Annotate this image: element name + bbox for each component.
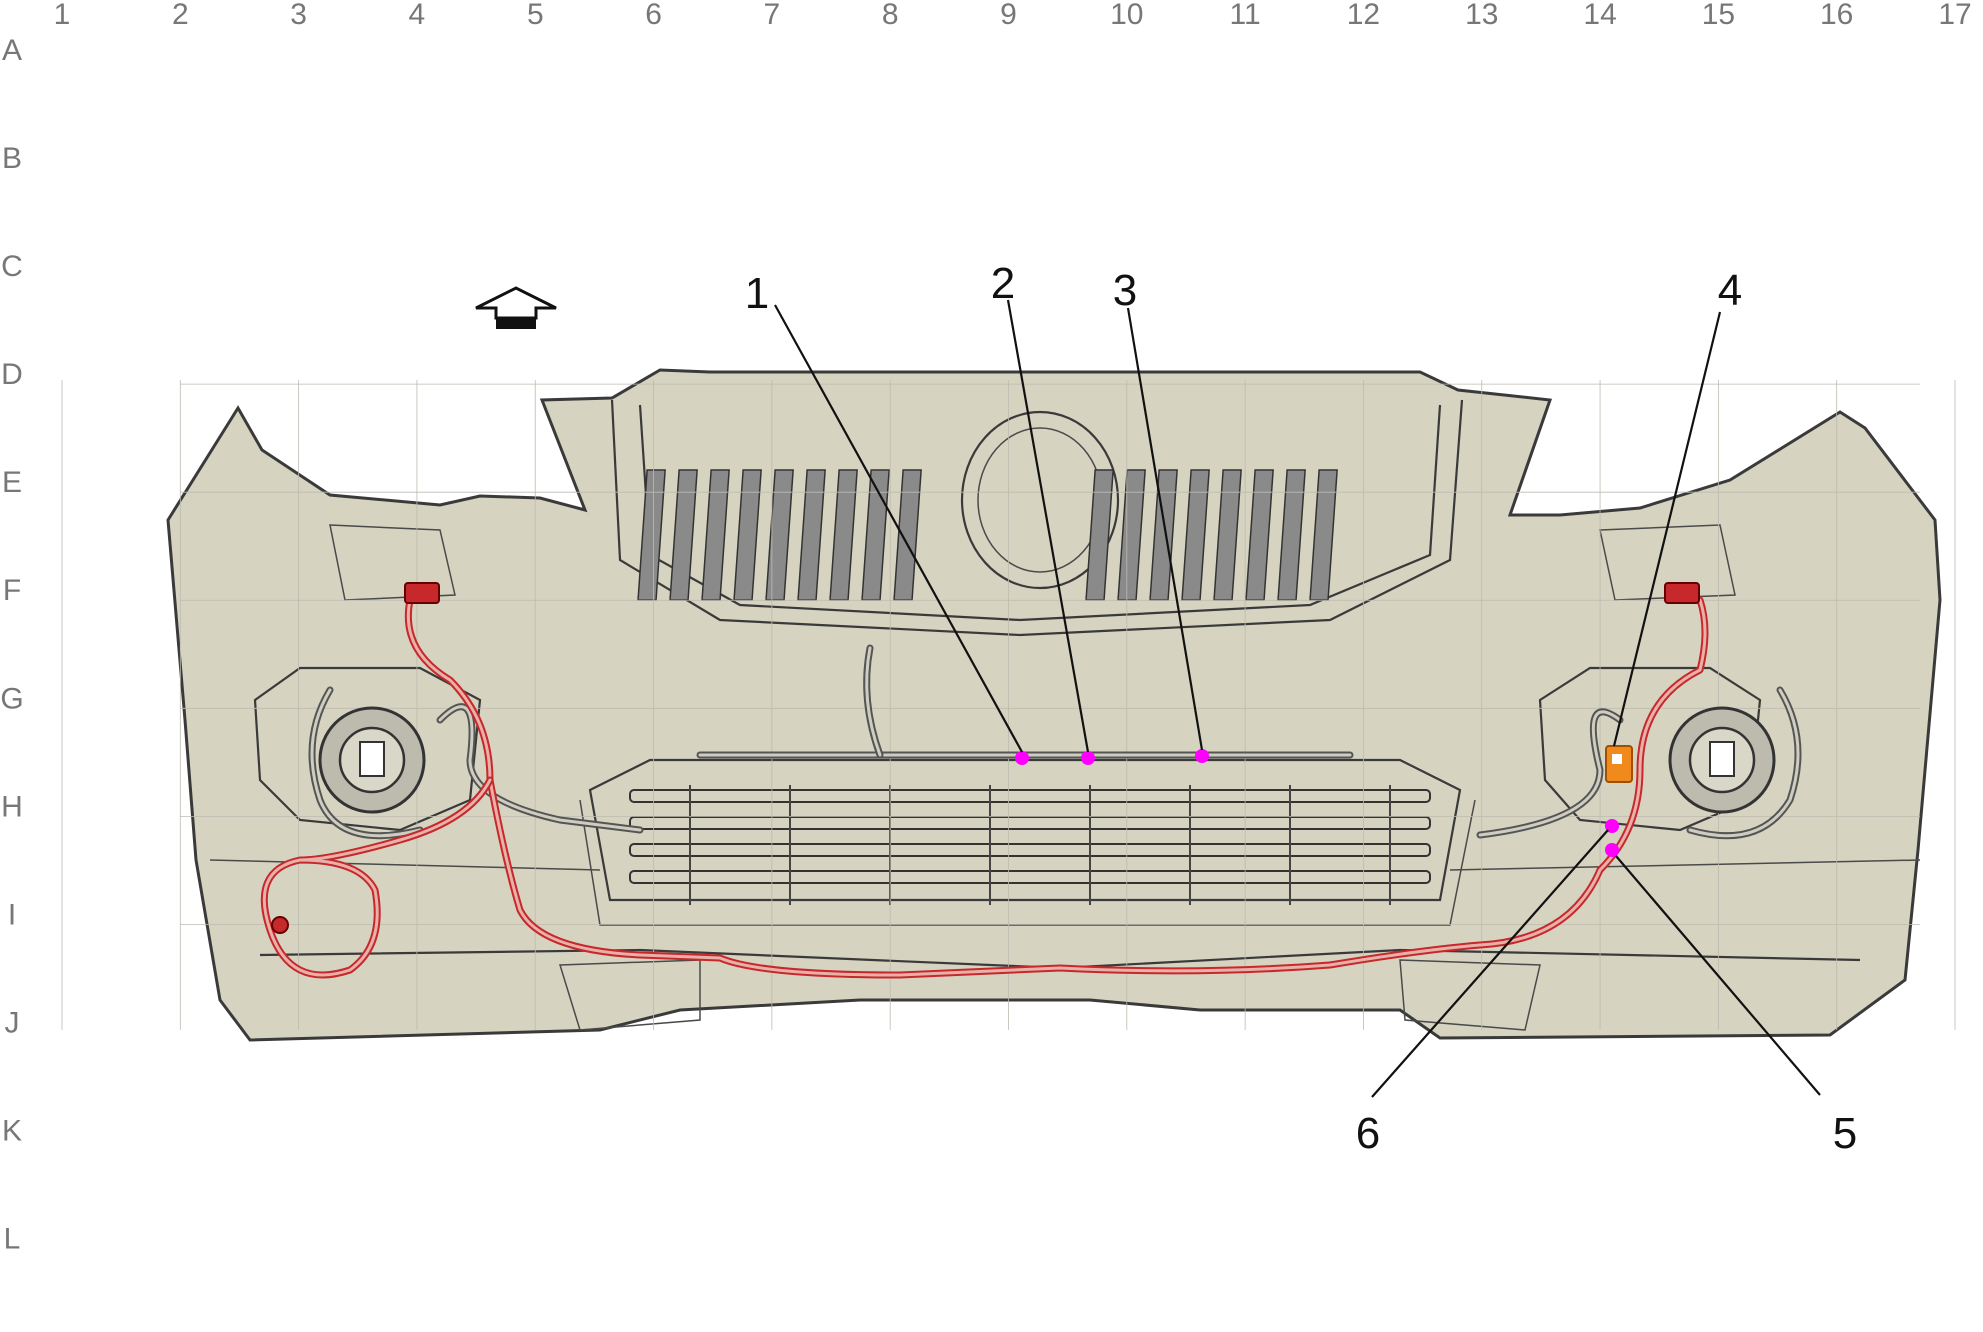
grid-column-label: 10 — [1110, 0, 1143, 31]
connector-marker-3 — [1195, 749, 1209, 763]
grid-column-label: 9 — [1000, 0, 1017, 31]
grid-row-label: H — [1, 790, 23, 823]
callout-3: 3 — [1113, 266, 1137, 315]
connector-marker-5 — [1605, 843, 1619, 857]
lower-grille-bar — [629, 870, 1431, 884]
highlighted-component — [1605, 745, 1633, 783]
lower-grille-bar — [629, 816, 1431, 830]
grid-column-label: 17 — [1938, 0, 1971, 31]
grid-row-labels: A B C D E F G H I J K L — [0, 34, 23, 1256]
connector-marker-6 — [1605, 819, 1619, 833]
left-fog-lamp — [318, 706, 426, 814]
connector-marker-2 — [1081, 751, 1095, 765]
grid-column-label: 7 — [764, 0, 781, 31]
grid-column-label: 6 — [645, 0, 662, 31]
forward-arrow-icon — [475, 286, 557, 329]
lower-grille-bar — [629, 789, 1431, 803]
grid-column-label: 11 — [1230, 0, 1261, 31]
callout-numbers: 1 2 3 4 5 6 — [745, 259, 1857, 1158]
grid-row-label: B — [2, 142, 22, 175]
callout-2: 2 — [991, 259, 1015, 308]
right-fog-lamp — [1668, 706, 1776, 814]
grid-row-label: G — [0, 682, 23, 715]
grid-column-label: 14 — [1583, 0, 1616, 31]
grid-column-label: 8 — [882, 0, 899, 31]
grid-column-label: 5 — [527, 0, 544, 31]
grid-column-label: 15 — [1702, 0, 1735, 31]
grid-row-label: I — [8, 898, 16, 931]
grid-column-label: 12 — [1347, 0, 1380, 31]
highlighted-harness — [260, 582, 1709, 979]
grid-row-label: F — [3, 574, 21, 607]
grid-column-label: 16 — [1820, 0, 1853, 31]
upper-grille — [637, 469, 1338, 601]
connector-markers — [1015, 749, 1619, 857]
grid-column-label: 3 — [290, 0, 307, 31]
callout-5: 5 — [1833, 1109, 1857, 1158]
front-bumper — [166, 368, 1942, 1042]
leader-lines — [774, 299, 1821, 1098]
grid-column-label: 13 — [1465, 0, 1498, 31]
grid-column-label: 2 — [172, 0, 189, 31]
grid-row-label: K — [2, 1115, 22, 1148]
callout-4: 4 — [1718, 266, 1742, 315]
grid-row-label: C — [1, 250, 23, 283]
callout-6: 6 — [1356, 1109, 1380, 1158]
grid-row-label: D — [1, 358, 23, 391]
connector-marker-1 — [1015, 751, 1029, 765]
reference-grid — [61, 380, 1956, 1030]
grid-row-label: J — [5, 1006, 20, 1039]
grid-row-label: E — [2, 466, 22, 499]
grid-column-label: 1 — [54, 0, 71, 31]
callout-1: 1 — [745, 269, 769, 318]
grid-row-label: L — [4, 1223, 21, 1256]
grid-row-label: A — [2, 34, 22, 67]
grid-column-label: 4 — [409, 0, 426, 31]
lower-grille-bar — [629, 843, 1431, 857]
